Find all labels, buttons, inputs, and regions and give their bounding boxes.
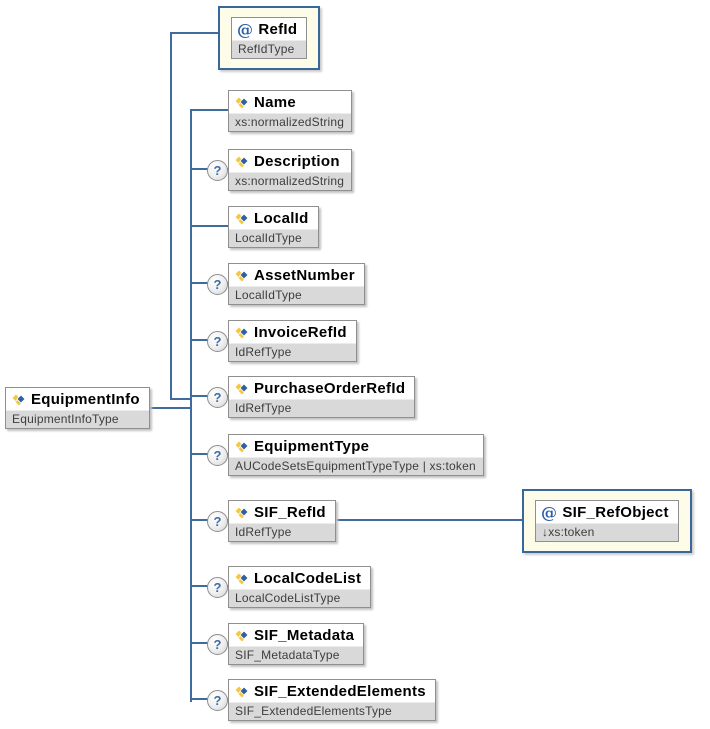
node-name: Description xyxy=(254,153,340,170)
node-title-row: SIF_RefId xyxy=(229,501,335,523)
optional-marker: ? xyxy=(213,693,222,708)
node-title-row: PurchaseOrderRefId xyxy=(229,377,414,399)
node-equipmentinfo[interactable]: EquipmentInfo EquipmentInfoType xyxy=(5,387,150,429)
question-icon: ? xyxy=(207,690,228,711)
element-diamond-icon xyxy=(234,155,249,168)
node-equipmenttype[interactable]: EquipmentType AUCodeSetsEquipmentTypeTyp… xyxy=(228,434,484,476)
connector-line-trunk xyxy=(190,109,192,702)
node-type: LocalIdType xyxy=(229,286,364,304)
node-name: LocalId xyxy=(254,210,309,227)
question-icon: ? xyxy=(207,577,228,598)
question-icon: ? xyxy=(207,634,228,655)
node-type: IdRefType xyxy=(229,523,335,541)
element-diamond-icon xyxy=(234,506,249,519)
node-title-row: AssetNumber xyxy=(229,264,364,286)
node-name: SIF_Metadata xyxy=(254,627,355,644)
node-type: AUCodeSetsEquipmentTypeType | xs:token xyxy=(229,457,483,475)
connector-line-refid-vertical xyxy=(170,32,172,400)
node-type: EquipmentInfoType xyxy=(6,410,149,428)
question-icon: ? xyxy=(207,160,228,181)
node-title-row: SIF_Metadata xyxy=(229,624,363,646)
optional-marker: ? xyxy=(213,390,222,405)
node-name: EquipmentType xyxy=(254,438,370,455)
optional-marker: ? xyxy=(213,334,222,349)
node-sif-refid[interactable]: SIF_RefId IdRefType xyxy=(228,500,336,542)
node-title-row: @ RefId xyxy=(232,18,306,40)
node-title-row: LocalCodeList xyxy=(229,567,370,589)
attribute-inner-box: @ SIF_RefObject ↓xs:token xyxy=(535,500,679,542)
node-invoicerefid[interactable]: InvoiceRefId IdRefType xyxy=(228,320,357,362)
node-title-row: EquipmentType xyxy=(229,435,483,457)
node-name: PurchaseOrderRefId xyxy=(254,380,406,397)
node-type: SIF_ExtendedElementsType xyxy=(229,702,435,720)
node-name: RefId xyxy=(258,21,298,38)
node-title-row: SIF_ExtendedElements xyxy=(229,680,435,702)
node-name: SIF_RefObject xyxy=(562,504,669,521)
question-icon: ? xyxy=(207,511,228,532)
optional-marker: ? xyxy=(213,580,222,595)
node-name: SIF_ExtendedElements xyxy=(254,683,426,700)
node-purchaseorderrefid[interactable]: PurchaseOrderRefId IdRefType xyxy=(228,376,416,418)
optional-marker: ? xyxy=(213,277,222,292)
node-name: SIF_RefId xyxy=(254,504,326,521)
optional-marker: ? xyxy=(213,163,222,178)
element-diamond-icon xyxy=(234,629,249,642)
node-name: AssetNumber xyxy=(254,267,355,284)
element-diamond-icon xyxy=(234,440,249,453)
node-description[interactable]: Description xs:normalizedString xyxy=(228,149,353,191)
node-sif-metadata[interactable]: SIF_Metadata SIF_MetadataType xyxy=(228,623,365,665)
node-type: IdRefType xyxy=(229,343,356,361)
node-type: ↓xs:token xyxy=(536,523,678,541)
optional-marker: ? xyxy=(213,448,222,463)
node-name: InvoiceRefId xyxy=(254,324,347,341)
question-icon: ? xyxy=(207,445,228,466)
node-type: xs:normalizedString xyxy=(229,113,352,131)
node-title-row: Name xyxy=(229,91,351,113)
attribute-inner-box: @ RefId RefIdType xyxy=(231,17,308,59)
node-name: Name xyxy=(254,94,297,111)
node-localcodelist[interactable]: LocalCodeList LocalCodeListType xyxy=(228,566,372,608)
element-diamond-icon xyxy=(234,685,249,698)
node-name-element[interactable]: Name xs:normalizedString xyxy=(228,90,353,132)
node-title-row: Description xyxy=(229,150,351,172)
node-type: LocalIdType xyxy=(229,229,318,247)
at-icon: @ xyxy=(237,20,254,39)
optional-marker: ? xyxy=(213,514,222,529)
optional-marker: ? xyxy=(213,637,222,652)
element-diamond-icon xyxy=(234,96,249,109)
node-assetnumber[interactable]: AssetNumber LocalIdType xyxy=(228,263,365,305)
node-type: xs:normalizedString xyxy=(229,172,352,190)
node-title-row: @ SIF_RefObject xyxy=(536,501,678,523)
connector-line-stub xyxy=(190,225,235,227)
connector-line-refid-jog xyxy=(170,398,192,400)
element-diamond-icon xyxy=(234,269,249,282)
element-diamond-icon xyxy=(234,382,249,395)
node-title-row: LocalId xyxy=(229,207,318,229)
node-name: EquipmentInfo xyxy=(31,391,140,408)
node-localid[interactable]: LocalId LocalIdType xyxy=(228,206,319,248)
element-diamond-icon xyxy=(234,326,249,339)
element-diamond-icon xyxy=(11,393,26,406)
element-diamond-icon xyxy=(234,212,249,225)
node-type: SIF_MetadataType xyxy=(229,646,364,664)
node-type: RefIdType xyxy=(232,40,307,58)
question-icon: ? xyxy=(207,274,228,295)
node-type: IdRefType xyxy=(229,399,415,417)
question-icon: ? xyxy=(207,387,228,408)
node-sif-extendedelements[interactable]: SIF_ExtendedElements SIF_ExtendedElement… xyxy=(228,679,436,721)
at-icon: @ xyxy=(541,503,558,522)
node-name: LocalCodeList xyxy=(254,570,362,587)
element-diamond-icon xyxy=(234,572,249,585)
connector-line-sif-refobject xyxy=(320,519,524,521)
connector-line-refid-horizontal xyxy=(170,32,224,34)
node-sif-refobject-attribute[interactable]: @ SIF_RefObject ↓xs:token xyxy=(522,489,692,553)
node-title-row: InvoiceRefId xyxy=(229,321,356,343)
connector-line-parent-stub xyxy=(140,407,192,409)
node-refid-attribute[interactable]: @ RefId RefIdType xyxy=(218,6,321,70)
node-type: LocalCodeListType xyxy=(229,589,371,607)
question-icon: ? xyxy=(207,331,228,352)
node-title-row: EquipmentInfo xyxy=(6,388,149,410)
connector-line-stub xyxy=(190,109,235,111)
